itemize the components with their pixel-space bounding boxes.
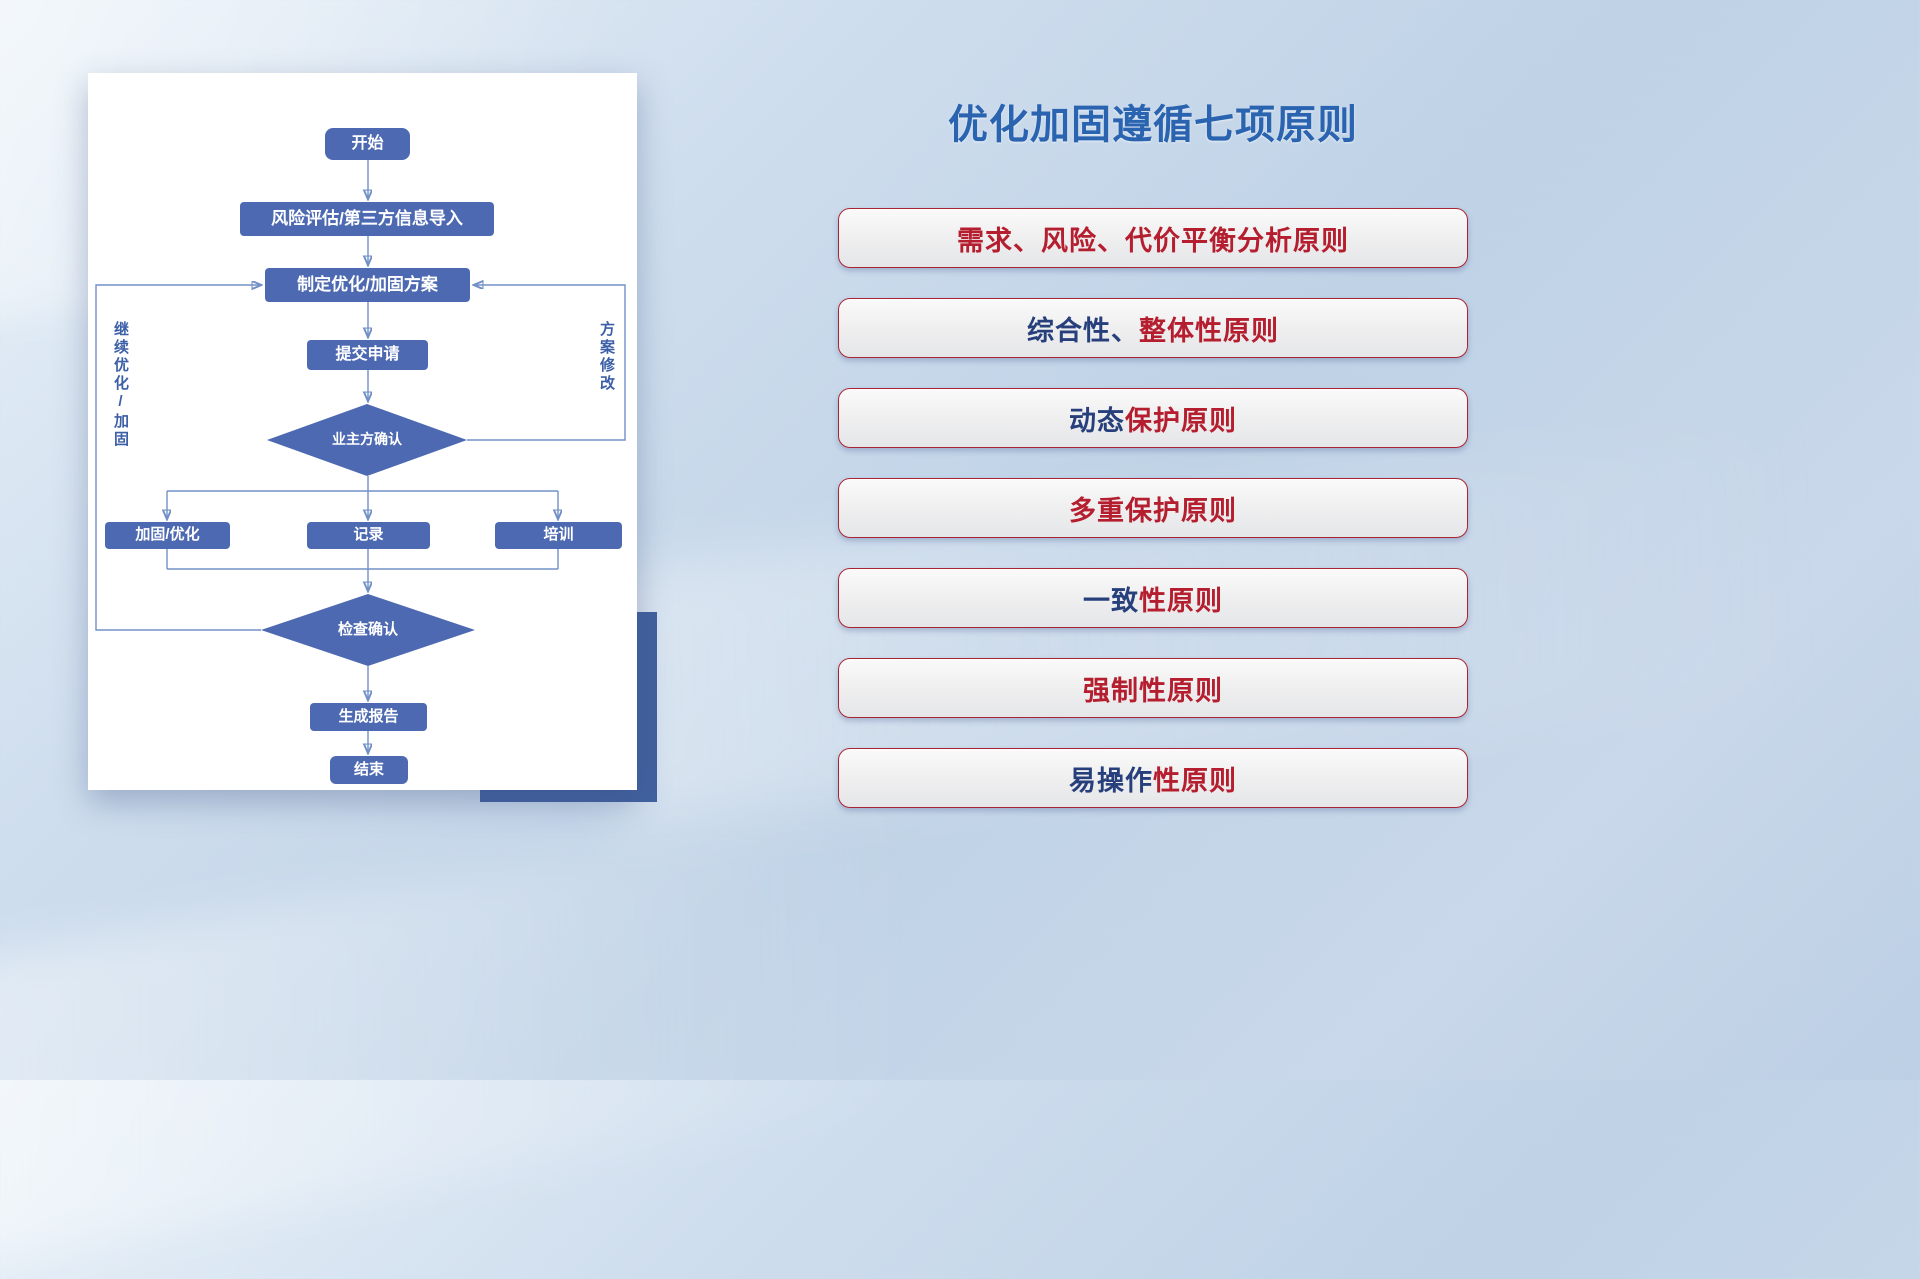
flow-node-start: 开始 bbox=[325, 128, 410, 160]
principle-text-red: 性原则 bbox=[1153, 765, 1237, 796]
principle-text-red: 整体性原则 bbox=[1139, 315, 1279, 346]
principle-pill-6: 强制性原则 bbox=[838, 658, 1468, 718]
principle-text-red: 强制性原则 bbox=[1083, 675, 1223, 706]
principle-pill-5: 一致性原则 bbox=[838, 568, 1468, 628]
page-title: 优化加固遵循七项原则 bbox=[948, 103, 1358, 147]
principle-pill-7: 易操作性原则 bbox=[838, 748, 1468, 808]
principle-text-blue: 动态 bbox=[1069, 405, 1125, 436]
principle-pill-1: 需求、风险、代价平衡分析原则 bbox=[838, 208, 1468, 268]
principle-text-red: 保护原则 bbox=[1125, 405, 1237, 436]
principle-pill-4: 多重保护原则 bbox=[838, 478, 1468, 538]
loop-label-continue-optimize: 继续优化/加固 bbox=[112, 321, 129, 449]
flow-node-record: 记录 bbox=[307, 522, 430, 549]
flow-node-submit: 提交申请 bbox=[307, 340, 428, 370]
flow-node-reinforce: 加固/优化 bbox=[105, 522, 230, 549]
flow-node-risk-import: 风险评估/第三方信息导入 bbox=[240, 202, 494, 236]
principle-text-red: 多重保护原则 bbox=[1069, 495, 1237, 526]
principles-panel: 优化加固遵循七项原则 需求、风险、代价平衡分析原则 综合性、整体性原则 动态保护… bbox=[838, 92, 1468, 838]
principle-text-blue: 一致 bbox=[1083, 585, 1139, 616]
principle-pill-2: 综合性、整体性原则 bbox=[838, 298, 1468, 358]
flow-node-report: 生成报告 bbox=[310, 703, 427, 731]
principle-text-red: 性原则 bbox=[1139, 585, 1223, 616]
principle-pill-3: 动态保护原则 bbox=[838, 388, 1468, 448]
flow-node-training: 培训 bbox=[495, 522, 622, 549]
flow-node-end: 结束 bbox=[330, 756, 408, 784]
flow-node-make-plan: 制定优化/加固方案 bbox=[265, 268, 470, 302]
principle-text-red: 需求、风险、代价平衡分析原则 bbox=[957, 225, 1349, 256]
flowchart-card: 开始 风险评估/第三方信息导入 制定优化/加固方案 提交申请 业主方确认 加固/… bbox=[88, 73, 637, 790]
loop-label-plan-revision: 方案修改 bbox=[598, 321, 615, 393]
flow-connectors bbox=[95, 160, 626, 790]
principle-text-blue: 易操作 bbox=[1069, 765, 1153, 796]
principle-text-blue: 综合性、 bbox=[1027, 315, 1139, 346]
